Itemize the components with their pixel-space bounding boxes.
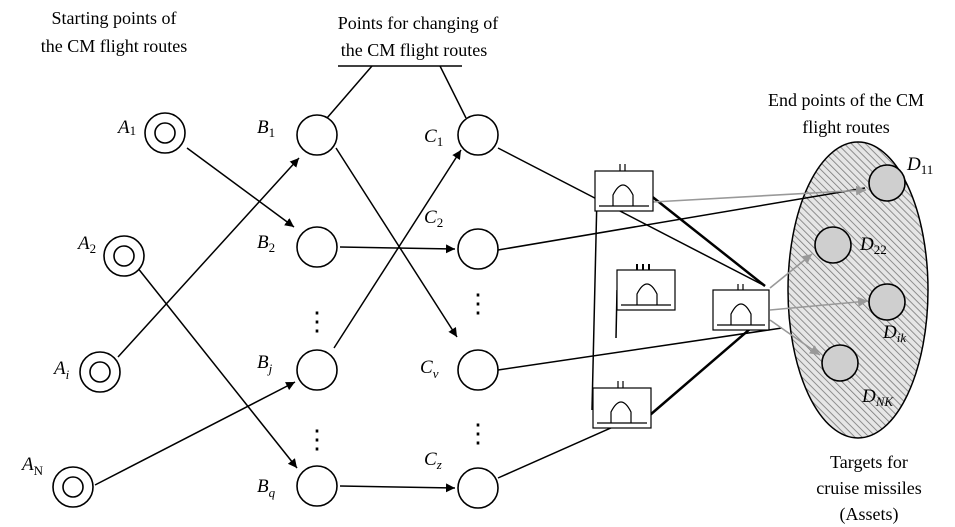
edge-c1-radar-center [497, 147, 766, 287]
caption-start-line2: the CM flight routes [41, 36, 188, 56]
caption-change-line1: Points for changing of [338, 13, 498, 33]
label-a1: A1 [116, 117, 136, 138]
edge-bj-c1 [333, 149, 462, 349]
label-a2: A2 [76, 233, 96, 256]
ellipses: ⋮ ⋮ ⋮ ⋮ [304, 289, 491, 455]
route-connections [94, 147, 866, 493]
label-bq: Bq [257, 476, 276, 500]
node-d11 [868, 164, 906, 202]
ellipsis-b-upper: ⋮ [304, 307, 330, 337]
label-dnk: DNK [861, 386, 894, 409]
caption-targets-line1: Targets for [830, 452, 908, 472]
node-ai [79, 351, 121, 393]
edge-b1-cv [335, 147, 458, 338]
link-radar3-center [649, 315, 766, 416]
node-a2 [103, 235, 145, 277]
node-bj [296, 349, 338, 391]
label-ai: Ai [52, 358, 70, 382]
caption-pointer-lines [326, 65, 467, 119]
node-a1 [144, 112, 186, 154]
edge-an-bj [94, 381, 296, 486]
edge-bq-cz [339, 483, 456, 493]
node-bq [296, 465, 338, 507]
node-b1 [296, 114, 338, 156]
node-c2 [457, 228, 499, 270]
radar-station-1 [594, 164, 654, 212]
node-d22 [814, 226, 852, 264]
edge-a2-bq [132, 261, 298, 469]
label-b2: B2 [257, 232, 275, 255]
node-b2 [296, 226, 338, 268]
label-cv: Cv [420, 357, 439, 381]
node-dnk [821, 344, 859, 382]
node-an [52, 466, 94, 508]
radar-station-2 [616, 264, 676, 311]
label-an: AN [20, 454, 44, 478]
caption-start-line1: Starting points of [52, 8, 177, 28]
radar-station-center [712, 284, 770, 331]
radar-station-3 [592, 381, 652, 429]
edge-a1-b2 [186, 147, 295, 228]
caption-change-line2: the CM flight routes [341, 40, 488, 60]
ellipsis-c-upper: ⋮ [465, 289, 491, 319]
node-cz [457, 467, 499, 509]
caption-targets-line2: cruise missiles [816, 478, 922, 498]
link-radar1-center [649, 194, 766, 287]
label-bj: Bj [257, 352, 273, 376]
target-arrows [652, 185, 869, 356]
caption-targets-line3: (Assets) [840, 504, 899, 525]
label-c2: C2 [424, 207, 443, 230]
node-dik [868, 283, 906, 321]
edge-ai-b1 [117, 157, 300, 358]
label-cz: Cz [424, 449, 442, 472]
caption-end-line2: flight routes [802, 117, 890, 137]
edge-cv-radar [497, 327, 783, 371]
node-c1 [457, 114, 499, 156]
node-cv [457, 349, 499, 391]
node-labels: A1 A2 Ai AN B1 B2 Bj Bq C1 C2 Cv Cz D11 … [20, 117, 933, 500]
link-radar1-radar3 [591, 194, 598, 411]
ellipsis-c-lower: ⋮ [465, 419, 491, 449]
label-dik: Dik [882, 322, 906, 345]
caption-end-line1: End points of the CM [768, 90, 924, 110]
ellipsis-b-lower: ⋮ [304, 425, 330, 455]
label-b1: B1 [257, 117, 275, 140]
label-d22: D22 [859, 234, 887, 257]
label-c1: C1 [424, 126, 443, 149]
label-d11: D11 [906, 154, 933, 177]
targets-ellipse [787, 141, 929, 439]
